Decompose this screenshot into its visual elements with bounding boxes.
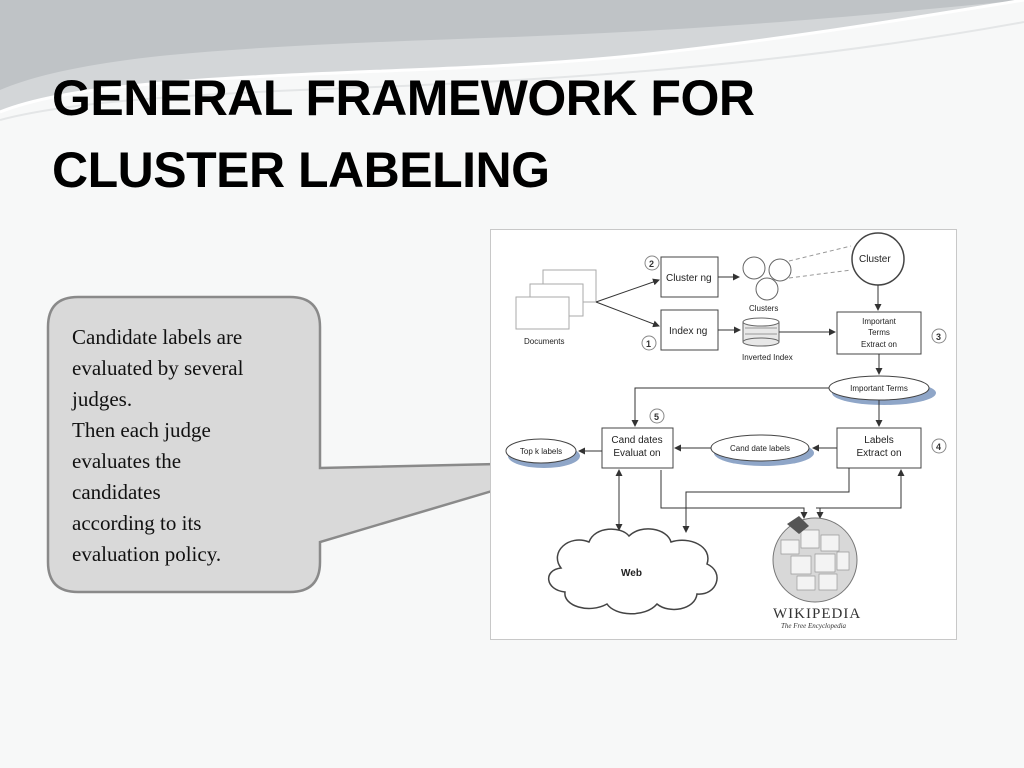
framework-diagram: Documents Cluster ng 2 Index ng 1 Cluste… [505,232,947,630]
callout-line: according to its [72,511,202,535]
le-line-2: Extract on [856,448,901,459]
indexing-label: Index ng [669,326,707,337]
wikipedia-wordmark: WIKIPEDIA [773,606,861,622]
step-1-number: 1 [646,339,651,349]
wikipedia-globe-icon [772,516,858,603]
callout-line: judges. [72,387,133,411]
ce-line-2: Evaluat on [613,448,660,459]
candidates-evaluation-box [601,427,674,469]
slide-title: GENERAL FRAMEWORK FOR CLUSTER LABELING [52,62,952,206]
step-1-badge [641,335,657,351]
documents-label: Documents [524,337,564,346]
step-3-badge [931,328,947,344]
ce-line-1: Cand dates [611,435,662,446]
callout-line: evaluates the [72,449,182,473]
callout-line: candidates [72,480,161,504]
clustering-label: Cluster ng [666,273,712,284]
callout-line: Candidate labels are [72,325,243,349]
step-5-badge [649,408,665,424]
callout-line: evaluation policy. [72,542,222,566]
callout-line: Then each judge [72,418,211,442]
step-4-badge [931,438,947,454]
step-3-number: 3 [936,332,941,342]
le-line-1: Labels [864,435,893,446]
indexing-box [660,309,719,351]
slide-title-line: GENERAL FRAMEWORK FOR [52,70,755,126]
wikipedia-tagline: The Free Encyclopedia [781,622,847,630]
ite-line-2: Terms [868,328,890,337]
candidate-labels-label: Cand date labels [730,444,790,453]
ite-line-3: Extract on [861,340,897,349]
step-2-badge [644,255,660,271]
topk-labels-ellipse [505,438,577,464]
inverted-index-label: Inverted Index [742,353,793,362]
callout-line: evaluated by several [72,356,244,380]
callout-text: Candidate labels are evaluated by severa… [72,322,312,570]
cluster-label: Cluster [859,254,891,265]
background-swoosh [0,0,1024,121]
ite-line-1: Important [862,317,897,326]
clustering-box [660,256,719,298]
important-terms-label: Important Terms [850,384,908,393]
inverted-index-icon [742,317,780,347]
framework-figure: Documents Cluster ng 2 Index ng 1 Cluste… [490,229,957,640]
web-cloud [548,528,718,615]
step-5-number: 5 [654,412,659,422]
documents-icon [515,269,597,330]
topk-labels-label: Top k labels [520,447,562,456]
web-label: Web [621,568,642,579]
important-terms-extraction-box [836,311,922,355]
step-4-number: 4 [936,442,941,452]
clusters-label: Clusters [749,304,778,313]
slide-title-line: CLUSTER LABELING [52,142,550,198]
clusters-icon [742,256,792,301]
step-2-number: 2 [649,259,654,269]
